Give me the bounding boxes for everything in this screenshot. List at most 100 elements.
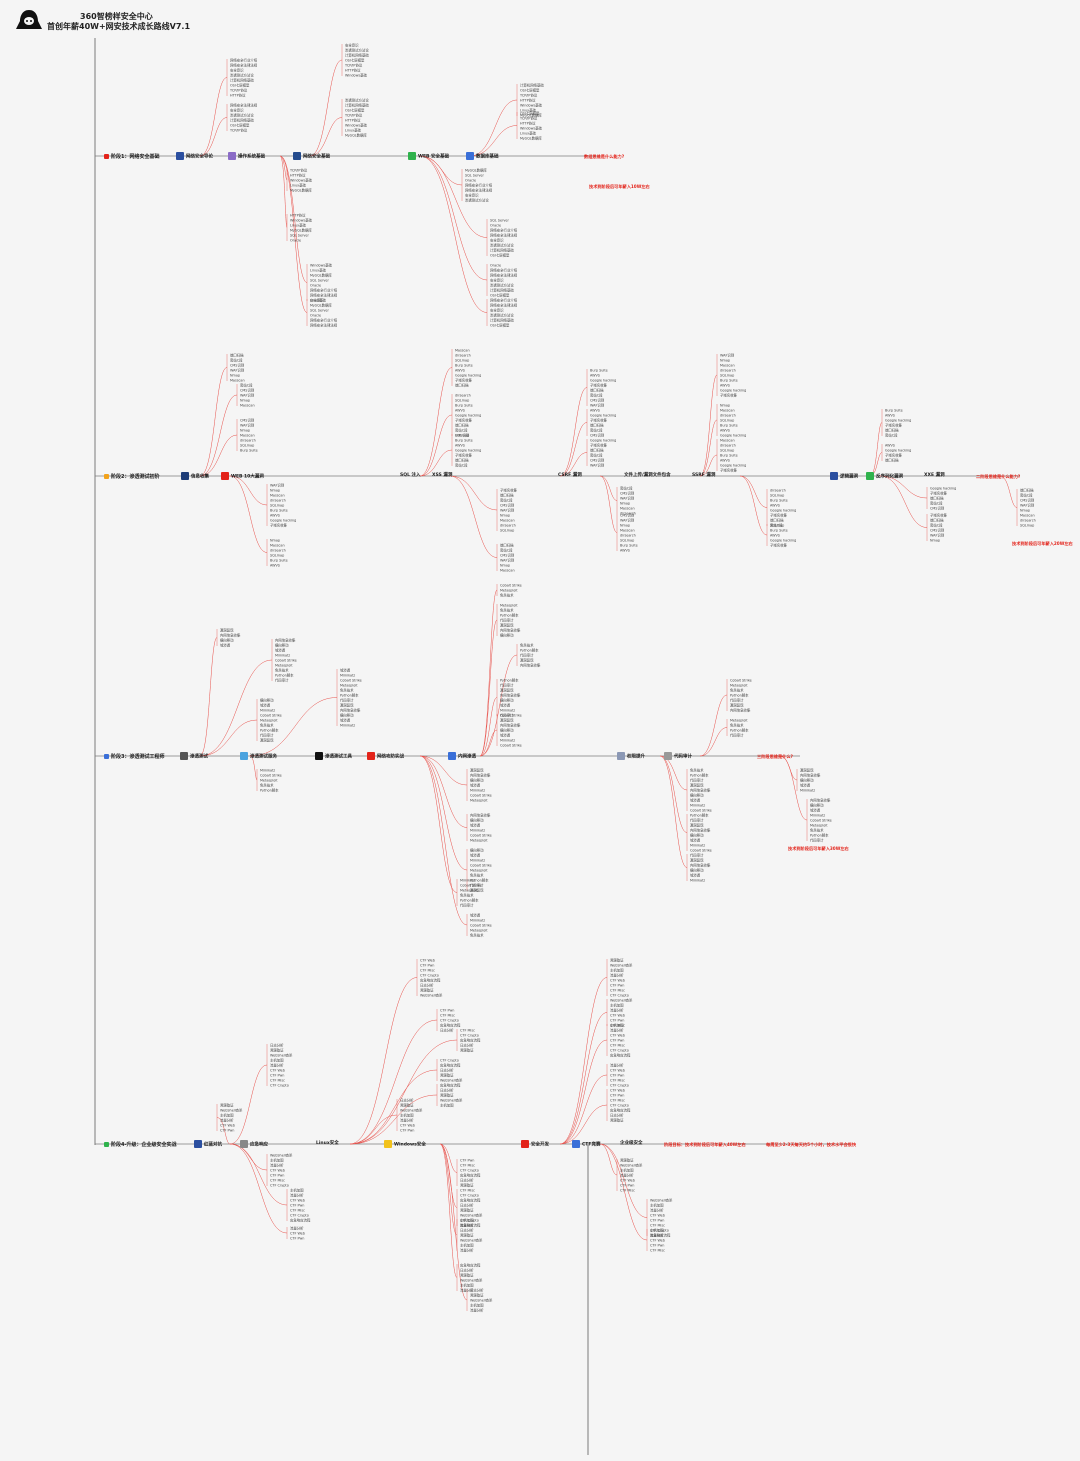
module-icon (181, 472, 189, 480)
leaf-label: 日志分析 (460, 1178, 474, 1183)
leaf-label: CTF Misc (440, 1014, 455, 1018)
leaf-label: Google hacking (770, 509, 796, 513)
module-s2-2: SQL 注入 (400, 473, 421, 478)
leaf-label: Mimikatz (340, 674, 355, 678)
leaf-label: AWVS (270, 564, 280, 568)
leaf-label: Oracle (490, 264, 501, 268)
leaf-label: SQL Server (465, 174, 485, 178)
module-s4-3: Windows安全 (384, 1140, 426, 1148)
leaf-label: 日志分析 (270, 1043, 284, 1048)
leaf-label: 域渗透 (500, 733, 511, 738)
leaf-label: Metasploit (260, 719, 278, 723)
leaf-label: 日志分析 (440, 1068, 454, 1073)
leaf-label: 子域名收集 (455, 418, 473, 423)
leaf-label: 内网信息收集 (730, 708, 751, 713)
leaf-label: CMS识别 (240, 418, 255, 423)
branch-connector (999, 475, 1018, 508)
leaf-label: Mimikatz (800, 789, 815, 793)
leaf-label: 溯源取证 (400, 1103, 414, 1108)
leaf-label: CTF Web (420, 959, 435, 963)
leaf-label: 域渗透 (810, 808, 821, 813)
leaf-label: Mimikatz (460, 879, 475, 883)
leaf-label: CTF Misc (610, 1044, 625, 1048)
leaf-label: CTF Crypto (610, 994, 629, 998)
branch-connector (479, 619, 498, 757)
leaf-label: WAF识别 (1020, 503, 1035, 508)
leaf-label: 横向移动 (275, 643, 289, 648)
leaf-label: Mimikatz (470, 859, 485, 863)
leaf-label: Cobalt Strike (470, 834, 492, 838)
leaf-label: MySQL数据库 (520, 113, 542, 118)
leaf-label: 网络安全法律法规 (310, 323, 338, 328)
leaf-label: HTTP协议 (345, 118, 361, 123)
leaf-label: dirsearch (270, 549, 286, 553)
module-s2-7: 逻辑漏洞 (830, 472, 858, 480)
leaf-label: 内网信息收集 (340, 708, 361, 713)
module-s3-5: 权限提升 (617, 752, 645, 760)
leaf-label: 代码审计 (730, 733, 744, 738)
leaf-label: WAF识别 (590, 403, 605, 408)
leaf-label: AWVS (455, 444, 465, 448)
leaf-label: CTF Pwn (220, 1129, 234, 1133)
leaf-label: 渗透测试方法论 (490, 283, 514, 288)
leaf-label: CTF Pwn (610, 1094, 624, 1098)
leaf-label: 漏洞复现 (470, 768, 484, 773)
leaf-label: CTF Crypto (650, 1229, 669, 1233)
leaf-label: 内网信息收集 (500, 628, 521, 633)
branch-connector (559, 1104, 608, 1145)
leaf-label: 旁站C段 (500, 498, 513, 503)
leaf-label: Google hacking (930, 487, 956, 491)
leaf-label: 子域名收集 (885, 453, 903, 458)
branch-connector (229, 1064, 268, 1145)
leaf-label: Metasploit (730, 684, 748, 688)
leaf-label: 主机加固 (610, 1023, 624, 1028)
leaf-label: Python脚本 (730, 728, 749, 733)
leaf-label: Cobalt Strike (810, 819, 832, 823)
stage-3-label: 阶段3：渗透测试工程师 (104, 753, 164, 760)
module-s4-1: 应急响应 (240, 1140, 268, 1148)
leaf-label: Nmap (930, 539, 940, 543)
leaf-label: 主机加固 (460, 1218, 474, 1223)
leaf-label: CTF Web (270, 1169, 285, 1173)
module-s4-6: 企业级安全 (620, 1141, 643, 1146)
branch-connector (449, 475, 498, 511)
leaf-label: OSI七层模型 (490, 293, 510, 298)
leaf-label: 免杀技术 (275, 668, 289, 673)
leaf-label: 溯源取证 (470, 1293, 484, 1298)
module-icon (664, 752, 672, 760)
leaf-label: CTF Web (610, 1014, 625, 1018)
leaf-label: 安全意识 (310, 298, 324, 303)
leaf-label: 流量分析 (290, 1226, 304, 1231)
leaf-label: Cobalt Strike (500, 714, 522, 718)
leaf-label: CTF Pwn (610, 984, 624, 988)
leaf-label: dirsearch (620, 534, 636, 538)
leaf-label: 免杀技术 (500, 608, 514, 613)
leaf-label: CTF Web (290, 1232, 305, 1236)
branch-connector (349, 1069, 438, 1145)
leaf-label: Metasploit (730, 719, 748, 723)
leaf-label: 端口扫描 (455, 383, 469, 388)
leaf-label: AWVS (720, 384, 730, 388)
leaf-label: dirsearch (270, 499, 286, 503)
roadmap-title: 首创年薪40W+网安技术成长路线V7.1 (47, 22, 191, 31)
leaf-label: Linux基础 (310, 268, 327, 273)
note-tip-2: 二阶段思维是什么能力? (976, 474, 1021, 479)
leaf-label: Burp Suite (455, 404, 473, 408)
leaf-label: 网络安全行业介绍 (490, 298, 518, 303)
leaf-label: 应急响应流程 (460, 1038, 481, 1043)
leaf-label: CTF Web (270, 1069, 285, 1073)
leaf-label: CMS识别 (620, 513, 635, 518)
leaf-label: dirsearch (455, 354, 471, 358)
module-icon (572, 1140, 580, 1148)
leaf-label: Nmap (270, 489, 280, 493)
leaf-label: Masscan (455, 349, 470, 353)
branch-connector (199, 637, 218, 757)
leaf-label: 溯源取证 (610, 958, 624, 963)
leaf-label: CTF Web (400, 1124, 415, 1128)
leaf-label: CMS识别 (590, 458, 605, 463)
leaf-label: 端口扫描 (1020, 488, 1034, 493)
leaf-label: SQLmap (270, 554, 284, 558)
note-tip-3: 三阶段思维是什么? (757, 754, 793, 759)
leaf-label: 端口扫描 (590, 448, 604, 453)
leaf-label: Cobalt Strike (690, 809, 712, 813)
